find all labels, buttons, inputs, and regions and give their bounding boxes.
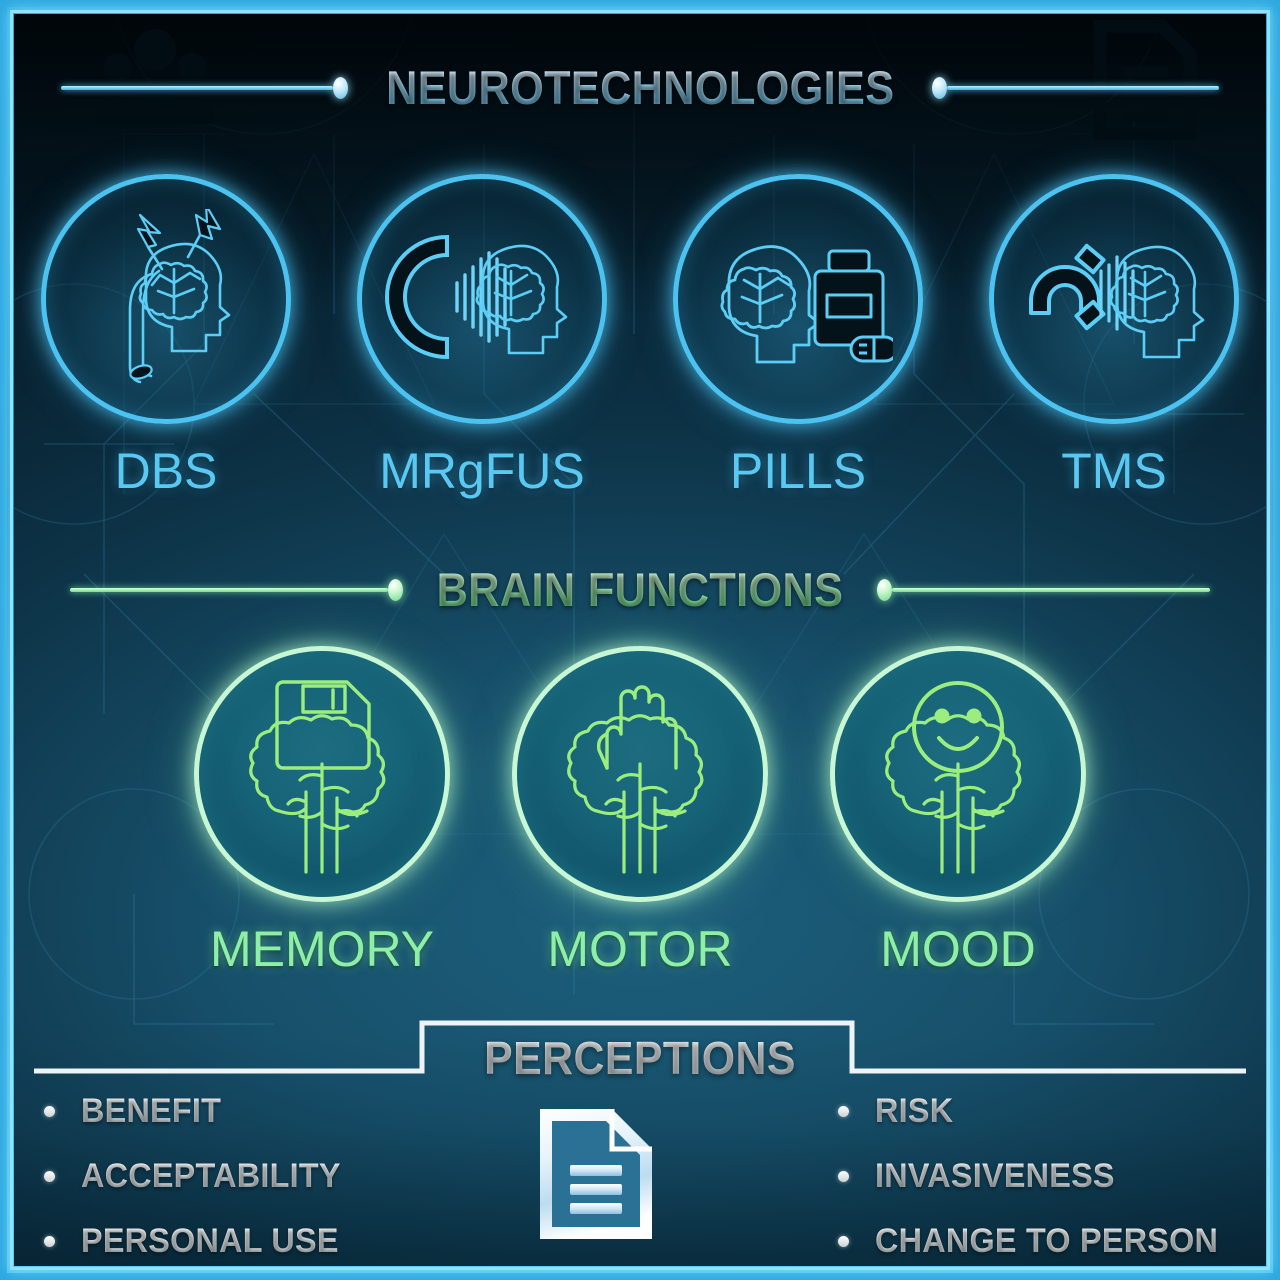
list-item[interactable]: RISK [837,1092,1236,1131]
list-item[interactable]: CHANGE TO PERSON [837,1222,1236,1261]
magnet-waves-brain-icon [1028,243,1204,359]
mood-circle[interactable] [830,646,1086,902]
memory-circle[interactable] [194,646,450,902]
brain-functions-row: MEMORY [14,646,1266,978]
perception-label-change-to-person: CHANGE TO PERSON [874,1222,1218,1260]
header-dot-left-green [387,578,403,601]
mrgfus-circle[interactable] [357,174,607,424]
document-lines-icon [532,1103,660,1250]
perception-label-invasiveness: INVASIVENESS [874,1157,1115,1195]
perception-label-risk: RISK [874,1092,954,1130]
list-item[interactable]: PERSONAL USE [44,1222,354,1261]
motor-circle[interactable] [512,646,768,902]
neurotechnologies-row: DBS [14,174,1266,500]
header-dot-right-green [877,578,893,601]
page-title: NEUROTECHNOLOGIES [371,60,909,115]
brain-function-label-mood: MOOD [880,921,1036,977]
header-rule-right [947,85,1220,90]
focused-ultrasound-brain-icon [384,234,567,360]
brain-function-label-memory: MEMORY [209,921,435,977]
header-rule-left-green [69,587,388,592]
perception-label-personal-use: PERSONAL USE [81,1222,339,1260]
section-title-brain-functions: BRAIN FUNCTIONS [422,562,858,617]
hand-brain-icon [567,684,704,874]
infographic-canvas: NEUROTECHNOLOGIES [14,14,1266,1266]
perceptions-bracket [34,1020,1246,1074]
bullet-icon [837,1106,849,1117]
bullet-icon [44,1171,55,1182]
smiley-face-brain-icon [885,680,1022,874]
neurotech-item-dbs[interactable]: DBS [41,174,291,500]
brain-function-item-mood[interactable]: MOOD [830,646,1086,978]
header-rule-right-green [892,587,1211,592]
list-item[interactable]: INVASIVENESS [837,1157,1236,1196]
brain-function-item-motor[interactable]: MOTOR [512,646,768,978]
neurotech-label-tms: TMS [1061,443,1167,499]
perceptions-right-list: RISK INVASIVENESS CHANGE TO PERSON [837,1092,1236,1261]
pills-circle[interactable] [673,174,923,424]
neurotech-item-pills[interactable]: PILLS [673,174,923,500]
section-header-neurotechnologies: NEUROTECHNOLOGIES [14,60,1266,115]
neurotech-label-pills: PILLS [729,443,867,499]
document-icon [1090,20,1200,140]
section-header-brain-functions: BRAIN FUNCTIONS [14,562,1266,617]
bullet-icon [44,1106,55,1117]
dbs-circle[interactable] [41,174,291,424]
tms-circle[interactable] [989,174,1239,424]
bullet-icon [837,1236,849,1247]
dbs-electrode-brain-icon [128,209,231,384]
list-item[interactable]: BENEFIT [44,1092,354,1131]
perception-label-acceptability: ACCEPTABILITY [81,1157,341,1195]
header-dot-left [332,76,348,99]
header-rule-left [60,85,333,90]
neurotech-label-dbs: DBS [114,443,218,499]
floppy-disk-brain-icon [249,679,386,874]
pill-bottle-brain-icon [720,245,893,364]
neurotech-label-mrgfus: MRgFUS [379,443,585,499]
brain-function-item-memory[interactable]: MEMORY [194,646,450,978]
perceptions-lists: BENEFIT ACCEPTABILITY PERSONAL USE [14,1092,1266,1261]
neurotech-item-tms[interactable]: TMS [989,174,1239,500]
header-dot-right [932,76,948,99]
list-item[interactable]: ACCEPTABILITY [44,1157,354,1196]
bullet-icon [44,1236,55,1247]
people-group-icon [90,20,220,130]
brain-function-label-motor: MOTOR [547,921,733,977]
perception-label-benefit: BENEFIT [81,1092,222,1130]
perceptions-left-list: BENEFIT ACCEPTABILITY PERSONAL USE [44,1092,354,1261]
neurotech-item-mrgfus[interactable]: MRgFUS [357,174,607,500]
bullet-icon [837,1171,849,1182]
